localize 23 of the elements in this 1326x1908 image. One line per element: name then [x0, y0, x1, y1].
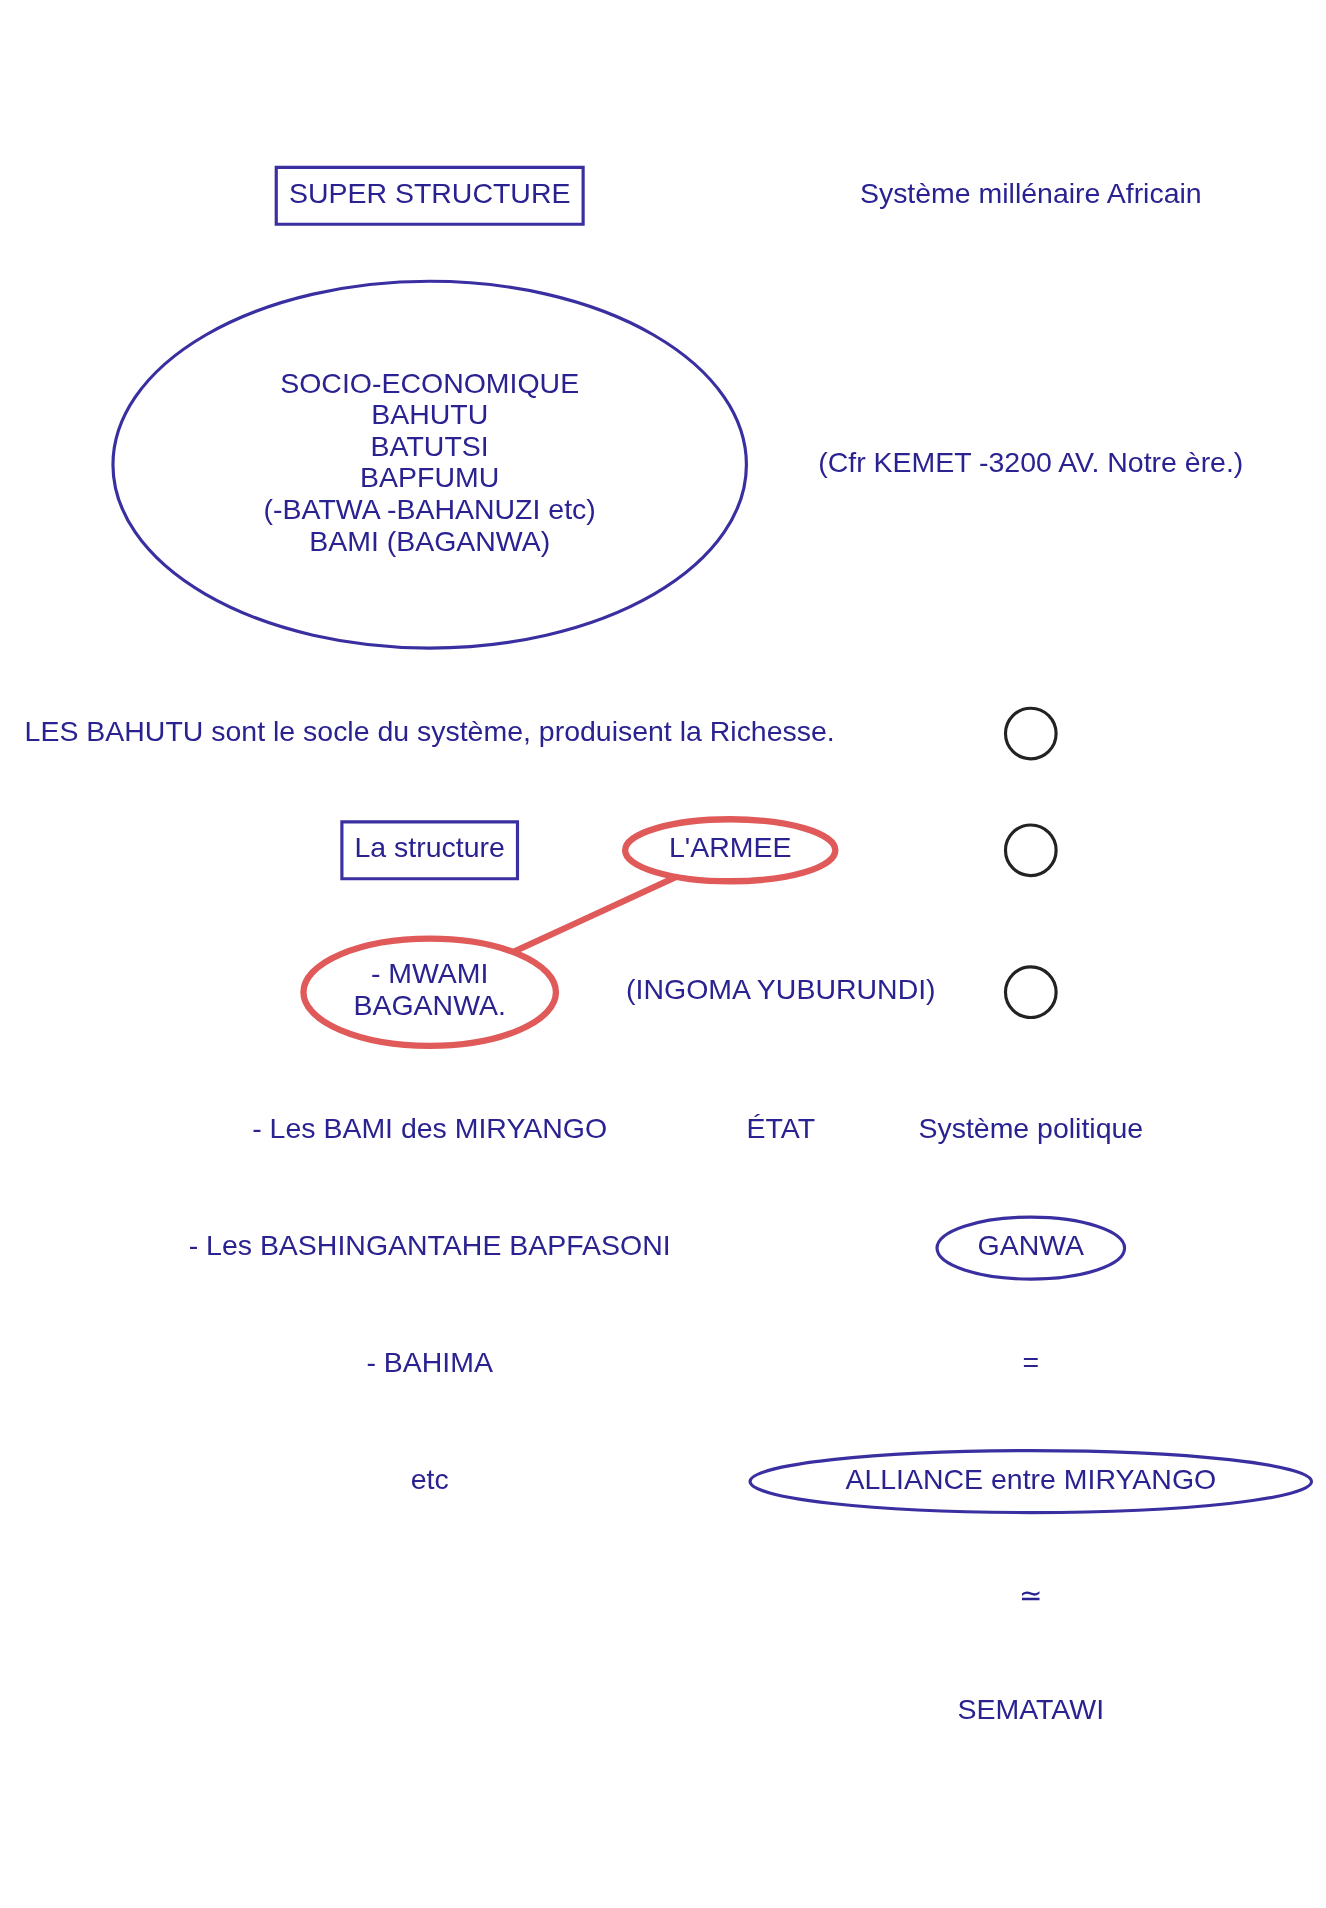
- node-circle: [1003, 706, 1058, 761]
- node-circle: [1003, 965, 1058, 1020]
- label: ≃: [1019, 1579, 1043, 1612]
- node-ellipse: L'ARMEE: [622, 816, 839, 885]
- label: etc: [410, 1462, 449, 1495]
- label: Système politique: [918, 1112, 1144, 1145]
- label: LES BAHUTU sont le socle du système, produisent la Richesse.: [24, 714, 835, 747]
- node-circle: [1003, 823, 1058, 878]
- label: SEMATAWI: [957, 1693, 1105, 1726]
- label: - Les BASHINGANTAHE BAPFASONI: [188, 1229, 671, 1262]
- label: - Les BAMI des MIRYANGO: [252, 1112, 608, 1145]
- label: Système millénaire Africain: [859, 176, 1202, 209]
- node-ellipse: GANWA: [935, 1215, 1127, 1281]
- node-ellipse: - MWAMI BAGANWA.: [300, 935, 560, 1049]
- node-box: La structure: [340, 820, 520, 881]
- label: =: [1022, 1345, 1040, 1378]
- label: ÉTAT: [746, 1112, 816, 1145]
- node-ellipse: ALLIANCE entre MIRYANGO: [748, 1449, 1314, 1515]
- node-ellipse: SOCIO-ECONOMIQUE BAHUTU BATUTSI BAPFUMU (-BATWA -BAHANUZI etc) BAMI (BAGANWA): [111, 279, 748, 650]
- node-box: SUPER STRUCTURE: [274, 165, 585, 226]
- label: (INGOMA YUBURUNDI): [626, 973, 936, 1006]
- label: (Cfr KEMET -3200 AV. Notre ère.): [818, 445, 1244, 478]
- label: - BAHIMA: [366, 1345, 493, 1378]
